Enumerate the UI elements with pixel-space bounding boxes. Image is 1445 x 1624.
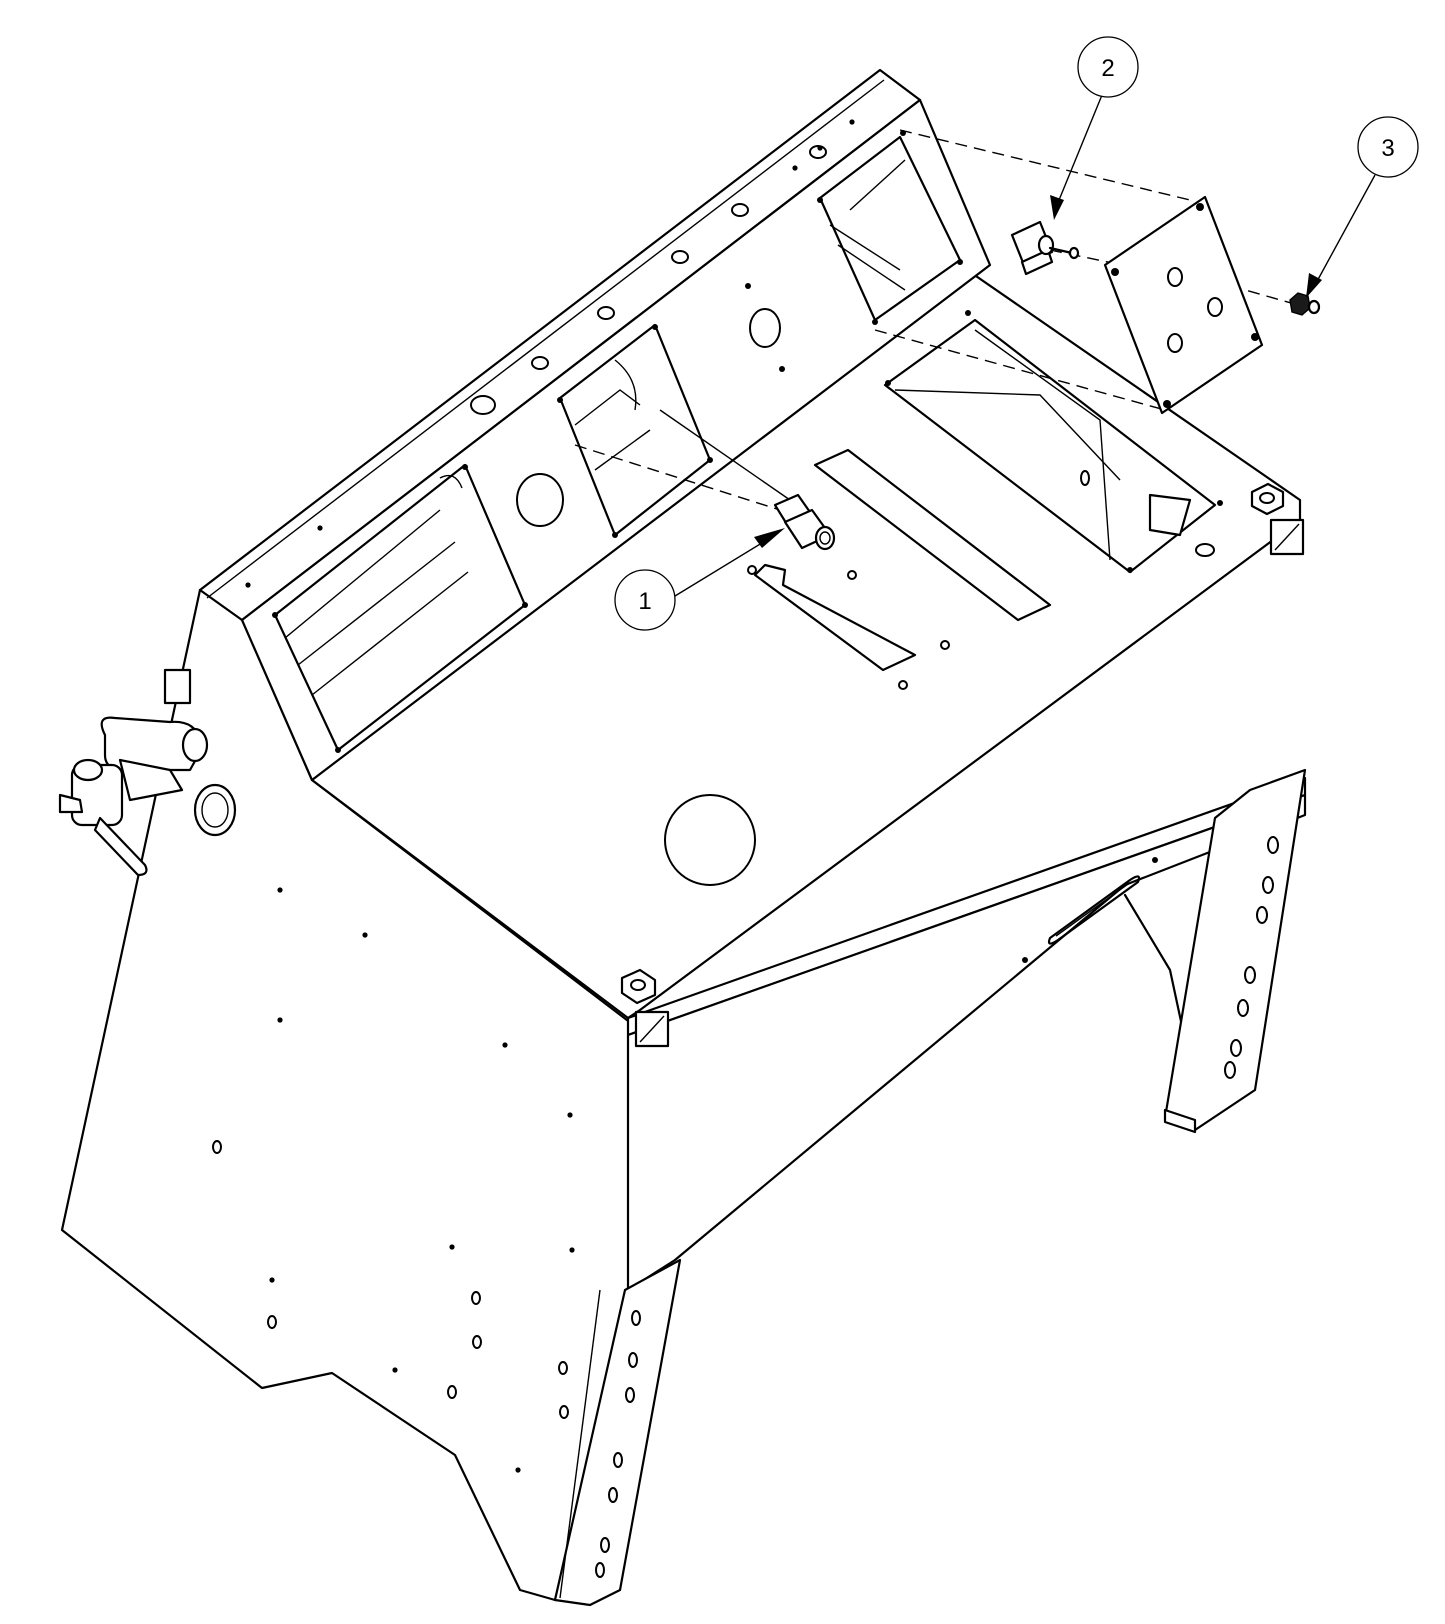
callout-3-number: 3 [1381,135,1394,162]
fitting [773,493,836,551]
top-slot-right [813,448,1052,622]
control-console [198,68,992,782]
corner-bracket-rear [1250,482,1305,556]
top-slot-left [753,563,917,672]
console-top-holes [245,119,855,588]
callout-1: 1 [614,528,785,631]
console-round-hole-1 [516,473,564,527]
callout-3: 3 [1306,116,1419,298]
left-panel-holes [212,887,575,1473]
console-cutout-1 [272,463,528,753]
callout-2-number: 2 [1101,55,1114,82]
callout-1-number: 1 [638,588,651,615]
callout-1-balloon [614,569,676,631]
front-panel [626,776,1307,1292]
rear-opening [883,318,1217,574]
valve-assembly [58,668,237,877]
rear-right-leg [1163,768,1307,1134]
cabinet-top [310,263,1302,1020]
front-left-leg [553,1258,682,1607]
callout-2-balloon [1077,36,1139,98]
front-slot [1047,875,1141,945]
console-cutout-2 [557,323,713,538]
mounting-plate [1103,195,1264,415]
console-round-hole-2 [749,308,781,348]
callout-2: 2 [1050,36,1139,220]
nut [1289,292,1321,316]
console-cutout-3 [817,130,971,325]
callout-3-balloon [1357,116,1419,178]
corner-bracket-front [620,968,670,1048]
toggle-switch [1010,220,1080,276]
